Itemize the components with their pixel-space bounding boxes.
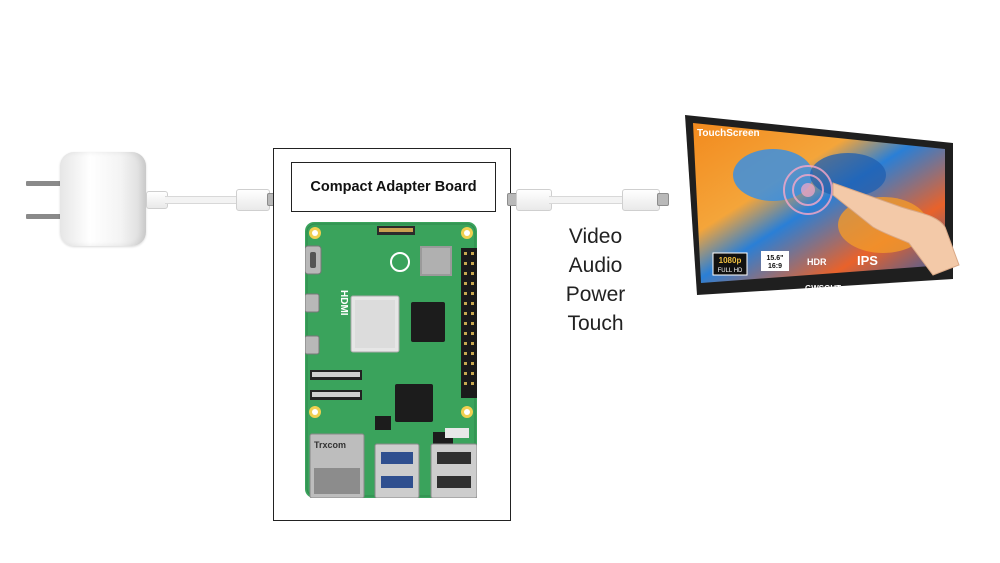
adapter-title-box: Compact Adapter Board (291, 162, 496, 212)
left-cable (165, 196, 237, 204)
touchscreen-monitor: TouchScreen 1080p FULL HD 15.6" 16:9 HDR… (683, 115, 960, 301)
charger-prong-top (26, 181, 62, 186)
charger-prong-bottom (26, 214, 62, 219)
signal-video: Video (548, 222, 643, 251)
left-usbc-plug (236, 189, 270, 211)
right-usbc-plug-left (516, 189, 552, 211)
svg-text:Trxcom: Trxcom (314, 440, 346, 450)
right-usbc-plug-right (622, 189, 660, 211)
signal-touch: Touch (548, 309, 643, 338)
raspberry-pi-board: HDMI Trxcom (305, 222, 477, 498)
signal-power: Power (548, 280, 643, 309)
svg-text:FULL HD: FULL HD (718, 268, 743, 274)
svg-text:HDMI: HDMI (338, 290, 349, 316)
svg-text:TouchScreen: TouchScreen (697, 128, 760, 139)
signal-list: Video Audio Power Touch (548, 222, 643, 338)
power-charger (60, 152, 146, 246)
svg-text:15.6": 15.6" (767, 255, 784, 262)
svg-text:16:9: 16:9 (768, 263, 782, 270)
svg-text:1080p: 1080p (719, 256, 742, 265)
right-usbc-tip-right (657, 193, 669, 206)
svg-text:HDR: HDR (807, 257, 827, 267)
svg-text:GWSGUT: GWSGUT (805, 284, 841, 293)
adapter-title: Compact Adapter Board (310, 179, 476, 195)
signal-audio: Audio (548, 251, 643, 280)
svg-text:IPS: IPS (857, 253, 878, 268)
right-cable (549, 196, 623, 204)
